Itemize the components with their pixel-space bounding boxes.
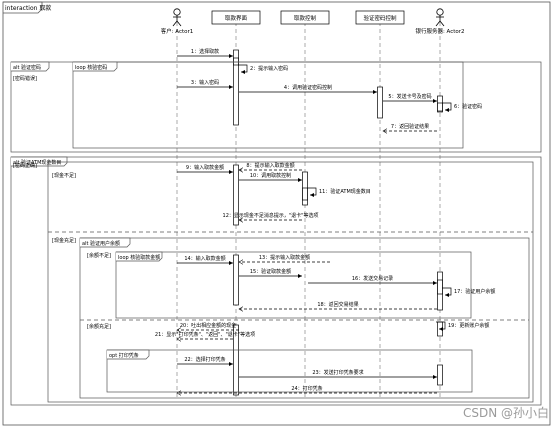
message-19-arrow — [436, 321, 446, 332]
loop-check-amount-fragment-tab — [116, 251, 163, 262]
message-16-label: 16：发送交易记录 — [352, 275, 393, 282]
activation-bar-1 — [233, 49, 239, 126]
alt-verify-balance-fragment-tab — [80, 237, 131, 248]
loop-check-password-fragment-frame — [72, 61, 464, 149]
lifeline-head-a1-leg-right — [176, 20, 182, 27]
activation-bar-6 — [233, 164, 239, 226]
lifeline-head-l3-box — [355, 10, 405, 25]
message-11-label: 11：验证ATM现金数目 — [319, 188, 371, 195]
alt-verify-password-guard: [密码错误] — [13, 75, 37, 82]
alt-verify-atm-cash-fragment-tag: alt 验证ATM现金数目 — [13, 159, 61, 166]
frame-title: interaction 取款 — [5, 4, 51, 12]
watermark: CSDN @孙小白 — [463, 405, 549, 420]
message-8-label: 8：提示输入取款金额 — [246, 162, 294, 169]
balance-ok-guard: [余额充足] — [87, 323, 111, 330]
message-13-label: 13：提示输入取款金额 — [259, 254, 310, 261]
message-24-label: 24：打印凭条 — [291, 385, 322, 392]
lifeline-head-a2-leg-left — [435, 20, 441, 27]
activation-bar-3 — [377, 86, 383, 119]
message-3-label: 3：输入密码 — [191, 79, 219, 86]
alt-verify-balance-fragment-frame — [79, 237, 530, 399]
cash-ok-guard: [现金充足] — [52, 237, 76, 244]
message-22-label: 22：选择打印凭条 — [184, 356, 225, 363]
message-17-label: 17：验证用户余额 — [454, 288, 495, 295]
message-2-arrow — [238, 64, 248, 75]
loop-check-password-fragment-tab — [73, 61, 118, 72]
activation-bar-14 — [437, 364, 443, 386]
lifeline-head-a2-leg-right — [439, 20, 445, 27]
activation-bar-12 — [233, 324, 239, 396]
loop-check-amount-fragment-tag: loop 核验取款金额 — [118, 254, 160, 261]
alt-verify-atm-cash-fragment-frame — [10, 156, 542, 406]
message-15-label: 15：验证取款金额 — [250, 268, 291, 275]
opt-print-receipt-fragment-frame — [106, 349, 473, 393]
message-18-label: 18：返回交易结果 — [317, 301, 358, 308]
message-9-label: 9：输入取款金额 — [186, 164, 224, 171]
alt-verify-atm-cash-guard: [密码正确] — [13, 162, 37, 169]
message-10-label: 10：调用取款控制 — [250, 172, 291, 179]
lifeline-head-l2-label: 取款控制 — [294, 14, 317, 22]
alt-verify-password-fragment-tag: alt 验证密码 — [13, 64, 41, 71]
lifeline-head-l1-box — [211, 10, 261, 25]
message-21-label: 21：显示"打印凭条"、"返回"、"退卡"等选项 — [155, 331, 255, 338]
alt-verify-atm-cash-fragment-tab — [11, 156, 68, 167]
cash-short-guard: [现金不足] — [52, 172, 76, 179]
activation-bar-8 — [302, 187, 308, 201]
message-1-label: 1：选择取款 — [191, 48, 219, 55]
opt-print-receipt-fragment-tag: opt 打印凭条 — [109, 352, 139, 359]
lifeline-head-l1-label: 取款界面 — [225, 14, 248, 22]
loop-check-amount-fragment-frame — [115, 251, 472, 319]
message-6-label: 6：验证密码 — [454, 103, 482, 110]
balance-short-guard: [余额不足] — [87, 252, 111, 259]
message-11-arrow — [307, 187, 317, 198]
cash-branch-frame-frame — [47, 161, 534, 403]
outer-frame-tab — [3, 1, 43, 14]
activation-bar-2 — [233, 57, 239, 66]
lifeline-head-a1-head — [173, 8, 181, 16]
message-6-arrow — [442, 102, 452, 113]
message-4-label: 4：调用验证密码控制 — [284, 84, 332, 91]
message-5-label: 5：发送卡号及密码 — [388, 93, 431, 100]
lifeline-head-a1-leg-left — [172, 20, 178, 27]
lifeline-head-a2-label: 银行服务器: Actor2 — [415, 27, 464, 35]
message-17-arrow — [442, 287, 452, 298]
message-19-label: 19：更新账户余额 — [448, 322, 489, 329]
lifeline-head-l3-label: 验证密码控制 — [363, 14, 397, 22]
activation-bar-9 — [233, 254, 239, 306]
message-7-label: 7：返回验证结果 — [391, 123, 429, 130]
alt-verify-password-fragment-tab — [11, 61, 50, 72]
message-23-label: 23：发送打印凭条要求 — [312, 369, 363, 376]
lifeline-head-a1-label: 客户: Actor1 — [161, 27, 194, 35]
message-20-label: 20：吐出相应金额的现金 — [180, 322, 236, 329]
message-2-label: 2：提示输入密码 — [250, 65, 288, 72]
activation-bar-11 — [437, 279, 443, 295]
opt-print-receipt-fragment-tab — [107, 349, 150, 360]
message-12-label: 12：显示现金不足消息提示，"退卡"等选项 — [223, 212, 319, 219]
lifeline-head-a2-head — [436, 8, 444, 16]
loop-check-password-fragment-tag: loop 核验密码 — [75, 64, 107, 71]
lifeline-head-l2-box — [280, 10, 330, 25]
alt-verify-balance-fragment-tag: alt 验证用户余额 — [82, 240, 120, 247]
message-14-label: 14：输入取款金额 — [184, 255, 225, 262]
activation-bar-5 — [437, 102, 443, 112]
